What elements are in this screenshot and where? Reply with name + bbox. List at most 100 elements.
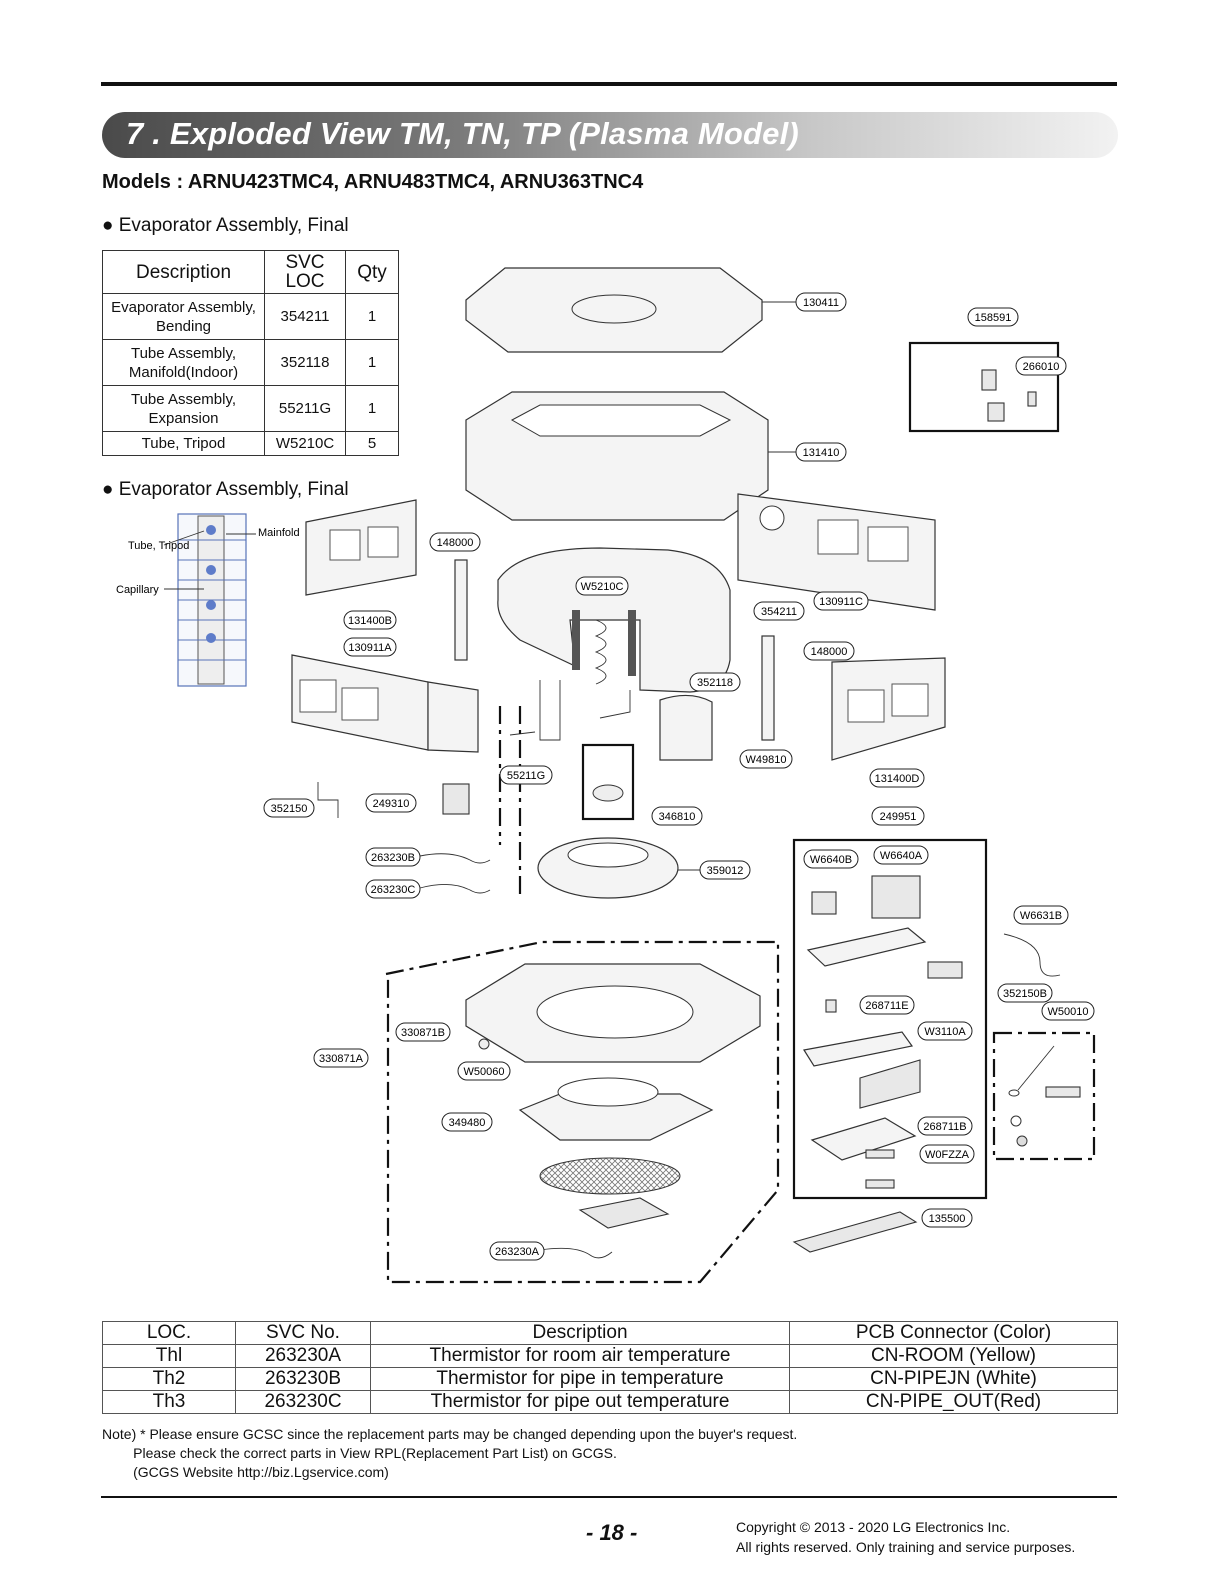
callout-w5210c: W5210C xyxy=(575,576,629,596)
cell-desc: Thermistor for pipe in temperature xyxy=(370,1367,790,1391)
svg-text:W49810: W49810 xyxy=(746,754,787,766)
svg-text:148000: 148000 xyxy=(811,646,848,658)
svg-text:148000: 148000 xyxy=(437,537,474,549)
cell-conn: CN-PIPE_OUT(Red) xyxy=(789,1390,1118,1414)
callout-131400b: 131400B xyxy=(343,610,397,630)
callout-330871a: 330871A xyxy=(313,1048,369,1068)
col-qty: Qty xyxy=(345,250,399,294)
svg-text:W0FZZA: W0FZZA xyxy=(925,1149,970,1161)
svg-text:249310: 249310 xyxy=(373,798,410,810)
note-block: Note) * Please ensure GCSC since the rep… xyxy=(102,1425,797,1482)
exploded-view-diagram: Tube, Tripod Mainfold Capillary xyxy=(116,267,1096,1284)
svg-text:131410: 131410 xyxy=(803,447,840,459)
page-number: - 18 - xyxy=(586,1520,638,1545)
callout-w6631b: W6631B xyxy=(1013,905,1069,925)
bracket-148000-left xyxy=(454,559,468,661)
callout-w50060: W50060 xyxy=(457,1061,511,1081)
bottom-rule xyxy=(101,1496,1117,1498)
callout-268711b: 268711B xyxy=(917,1116,973,1136)
callout-266010: 266010 xyxy=(1015,356,1067,376)
bracket-148000-right xyxy=(761,635,775,741)
table-row: Th2 263230B Thermistor for pipe in tempe… xyxy=(102,1367,1118,1391)
svg-text:131400B: 131400B xyxy=(348,615,392,627)
callout-131400d: 131400D xyxy=(869,768,925,788)
col-svc-no: SVC No. xyxy=(235,1321,371,1345)
note-line-2: Please check the correct parts in View R… xyxy=(102,1445,617,1461)
callout-263230a: 263230A xyxy=(489,1241,545,1261)
cell-conn: CN-ROOM (Yellow) xyxy=(789,1344,1118,1368)
row-description: Tube, Tripod xyxy=(102,431,265,456)
callout-131410: 131410 xyxy=(795,442,847,462)
callout-354211: 354211 xyxy=(753,601,805,621)
top-rule xyxy=(101,82,1117,86)
callout-w0fzza: W0FZZA xyxy=(919,1144,975,1164)
svg-text:268711E: 268711E xyxy=(865,1000,908,1012)
row-description: Tube Assembly, Expansion xyxy=(102,385,265,432)
svg-text:130411: 130411 xyxy=(803,297,839,309)
callout-352150: 352150 xyxy=(263,798,315,818)
control-box-cover xyxy=(806,927,927,967)
models-heading: Models : ARNU423TMC4, ARNU483TMC4, ARNU3… xyxy=(102,171,644,193)
callout-130911c: 130911C xyxy=(813,591,869,611)
svg-text:W3110A: W3110A xyxy=(924,1026,966,1038)
note-line-1: Note) * Please ensure GCSC since the rep… xyxy=(102,1426,798,1442)
svg-text:354211: 354211 xyxy=(761,606,797,618)
cell-desc: Thermistor for pipe out temperature xyxy=(370,1390,790,1414)
accessory-kit-box xyxy=(992,1031,1096,1161)
col-description: Description xyxy=(102,250,265,294)
callout-352150b: 352150B xyxy=(997,983,1053,1003)
svg-text:W50010: W50010 xyxy=(1048,1006,1089,1018)
svg-text:268711B: 268711B xyxy=(923,1121,966,1133)
pcb xyxy=(810,1117,917,1161)
row-svc-loc: W5210C xyxy=(264,431,346,456)
callout-330871b: 330871B xyxy=(395,1022,451,1042)
svg-text:55211G: 55211G xyxy=(507,770,545,782)
section-title: 7 . Exploded View TM, TN, TP (Plasma Mod… xyxy=(126,116,799,151)
callout-130411: 130411 xyxy=(795,292,847,312)
manifold-detail xyxy=(163,513,256,687)
section-title-banner: 7 . Exploded View TM, TN, TP (Plasma Mod… xyxy=(102,112,1118,158)
svg-text:130911A: 130911A xyxy=(348,642,392,654)
kit-box-158591 xyxy=(908,341,1060,433)
evaporator-parts-table: Description SVC LOC Qty Evaporator Assem… xyxy=(102,250,399,456)
plasma-filter xyxy=(578,1197,670,1229)
callout-249310: 249310 xyxy=(365,793,417,813)
cell-conn: CN-PIPEJN (White) xyxy=(789,1367,1118,1391)
svg-text:266010: 266010 xyxy=(1023,361,1060,373)
callout-263230b: 263230B xyxy=(365,847,421,867)
callout-w49810: W49810 xyxy=(739,749,793,769)
evaporator-assembly-heading: ● Evaporator Assembly, Final xyxy=(102,215,349,236)
svg-text:263230C: 263230C xyxy=(371,884,416,896)
table-row: Tube, Tripod W5210C 5 xyxy=(102,431,399,456)
table-header-row: LOC. SVC No. Description PCB Connector (… xyxy=(102,1321,1118,1345)
note-line-3: (GCGS Website http://biz.Lgservice.com) xyxy=(102,1464,389,1480)
callout-130911a: 130911A xyxy=(343,637,397,657)
svg-text:131400D: 131400D xyxy=(875,773,920,785)
cell-svc: 263230C xyxy=(235,1390,371,1414)
callout-w50010: W50010 xyxy=(1041,1001,1095,1021)
svg-text:W6640A: W6640A xyxy=(880,850,923,862)
table-row: Tube Assembly, Manifold(Indoor) 352118 1 xyxy=(102,339,399,386)
svg-text:249951: 249951 xyxy=(880,811,917,823)
table-header-row: Description SVC LOC Qty xyxy=(102,250,399,294)
svg-text:352150B: 352150B xyxy=(1003,988,1047,1000)
callout-268711e: 268711E xyxy=(859,995,915,1015)
top-panel xyxy=(465,267,763,353)
svg-text:330871B: 330871B xyxy=(401,1027,445,1039)
row-svc-loc: 352118 xyxy=(264,339,346,386)
electrical-box-group xyxy=(792,838,988,1200)
cell-svc: 263230B xyxy=(235,1367,371,1391)
col-loc: LOC. xyxy=(102,1321,236,1345)
svg-text:W50060: W50060 xyxy=(464,1066,505,1078)
svg-text:352118: 352118 xyxy=(697,677,733,689)
svg-text:263230B: 263230B xyxy=(371,852,415,864)
mainfold-label: Mainfold xyxy=(258,527,300,539)
svg-text:359012: 359012 xyxy=(707,865,744,877)
callout-346810: 346810 xyxy=(651,806,703,826)
col-description: Description xyxy=(370,1321,790,1345)
row-qty: 1 xyxy=(345,385,399,432)
table-row: Th3 263230C Thermistor for pipe out temp… xyxy=(102,1390,1118,1414)
callout-148000-right: 148000 xyxy=(803,641,855,661)
cell-loc: Thl xyxy=(102,1344,236,1368)
row-qty: 1 xyxy=(345,293,399,340)
